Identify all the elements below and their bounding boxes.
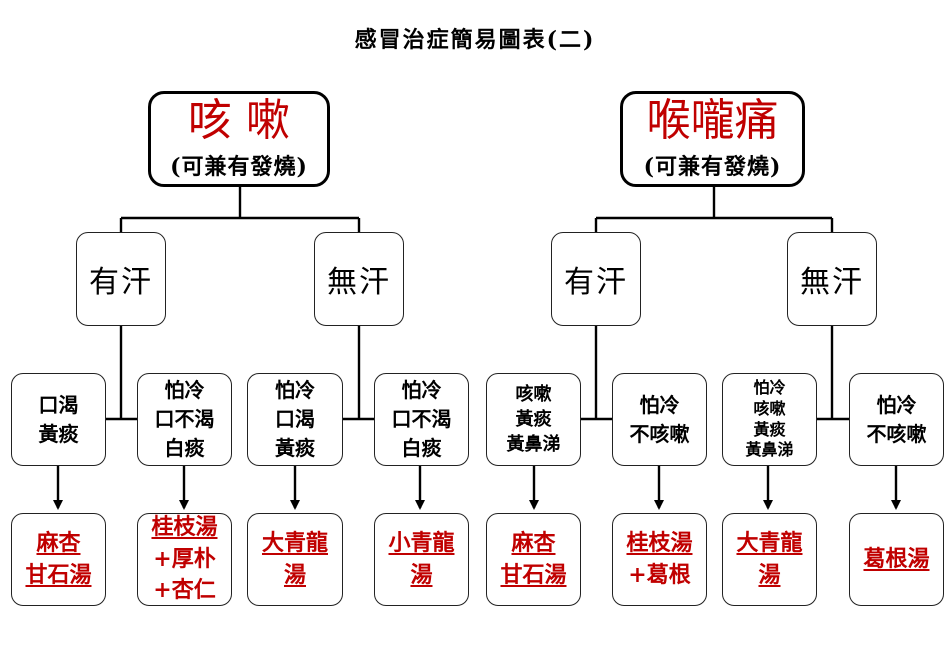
remedy-line: +葛根	[628, 561, 691, 588]
remedy-box: 麻杏 甘石湯	[11, 513, 106, 606]
cough-box: 咳 嗽 (可兼有發燒)	[148, 91, 330, 187]
symptom-box: 怕冷 不咳嗽	[612, 373, 707, 466]
symptom-line: 黃鼻涕	[506, 434, 561, 456]
symptom-box: 怕冷 口不渴 白痰	[374, 373, 469, 466]
symptom-line: 白痰	[401, 436, 442, 460]
symptom-line: 口不渴	[391, 407, 452, 431]
remedy-box: 大青龍 湯	[722, 513, 817, 606]
symptom-line: 口渴	[275, 407, 315, 431]
cough-note: (可兼有發燒)	[170, 154, 308, 181]
left-nosweat-box: 無汗	[314, 232, 404, 326]
symptom-line: 怕冷	[876, 392, 917, 417]
remedy-box: 葛根湯	[849, 513, 944, 606]
remedy-line: 麻杏	[511, 529, 556, 556]
symptom-line: 黃痰	[753, 419, 786, 439]
symptom-box: 怕冷 不咳嗽	[849, 373, 944, 466]
chart-title: 感冒治症簡易圖表(二)	[354, 27, 596, 53]
remedy-line: 麻杏	[36, 529, 81, 556]
right-sweat-label: 有汗	[564, 265, 628, 300]
remedy-line: 甘石湯	[500, 561, 567, 588]
remedy-box: 麻杏 甘石湯	[486, 513, 581, 606]
left-sweat-label: 有汗	[89, 265, 153, 300]
remedy-line: 大青龍	[736, 529, 803, 556]
symptom-line: 黃痰	[515, 408, 552, 430]
symptom-box: 口渴 黃痰	[11, 373, 106, 466]
right-nosweat-label: 無汗	[800, 265, 864, 300]
remedy-line: +厚朴	[153, 545, 216, 572]
symptom-line: 咳嗽	[515, 383, 552, 405]
remedy-box: 桂枝湯 +葛根	[612, 513, 707, 606]
symptom-line: 怕冷	[401, 378, 442, 402]
remedy-line: 湯	[410, 561, 433, 588]
symptom-line: 怕冷	[164, 378, 205, 402]
remedy-line: 湯	[758, 561, 781, 588]
remedy-box: 桂枝湯 +厚朴 +杏仁	[137, 513, 232, 606]
symptom-box: 怕冷 口不渴 白痰	[137, 373, 232, 466]
symptom-line: 咳嗽	[753, 398, 786, 418]
remedy-line: 桂枝湯	[151, 513, 218, 540]
left-sweat-box: 有汗	[76, 232, 166, 326]
sore-throat-note: (可兼有發燒)	[643, 154, 782, 181]
cough-label: 咳 嗽	[188, 94, 290, 146]
symptom-line: 口渴	[38, 392, 79, 417]
remedy-line: 湯	[283, 561, 306, 588]
symptom-line: 怕冷	[639, 392, 680, 417]
remedy-line: 桂枝湯	[626, 529, 693, 556]
symptom-box: 怕冷 口渴 黃痰	[247, 373, 343, 466]
symptom-line: 口不渴	[154, 407, 215, 431]
symptom-line: 不咳嗽	[866, 421, 927, 446]
symptom-line: 黃鼻涕	[745, 440, 794, 460]
symptom-line: 黃痰	[38, 421, 79, 446]
remedy-box: 小青龍 湯	[374, 513, 469, 606]
symptom-line: 黃痰	[275, 436, 315, 460]
remedy-box: 大青龍 湯	[247, 513, 343, 606]
remedy-line: +杏仁	[153, 577, 216, 604]
symptom-box: 怕冷 咳嗽 黃痰 黃鼻涕	[722, 373, 817, 466]
remedy-line: 甘石湯	[25, 561, 92, 588]
symptom-line: 怕冷	[275, 378, 315, 402]
right-nosweat-box: 無汗	[787, 232, 877, 326]
remedy-line: 大青龍	[261, 529, 328, 556]
sore-throat-label: 喉嚨痛	[646, 94, 779, 146]
symptom-box: 咳嗽 黃痰 黃鼻涕	[486, 373, 581, 466]
symptom-line: 白痰	[164, 436, 205, 460]
right-sweat-box: 有汗	[551, 232, 641, 326]
symptom-line: 怕冷	[753, 377, 786, 397]
left-nosweat-label: 無汗	[327, 265, 391, 300]
symptom-line: 不咳嗽	[629, 421, 690, 446]
sore-throat-box: 喉嚨痛 (可兼有發燒)	[620, 91, 805, 187]
remedy-line: 小青龍	[388, 529, 455, 556]
remedy-line: 葛根湯	[863, 545, 930, 572]
